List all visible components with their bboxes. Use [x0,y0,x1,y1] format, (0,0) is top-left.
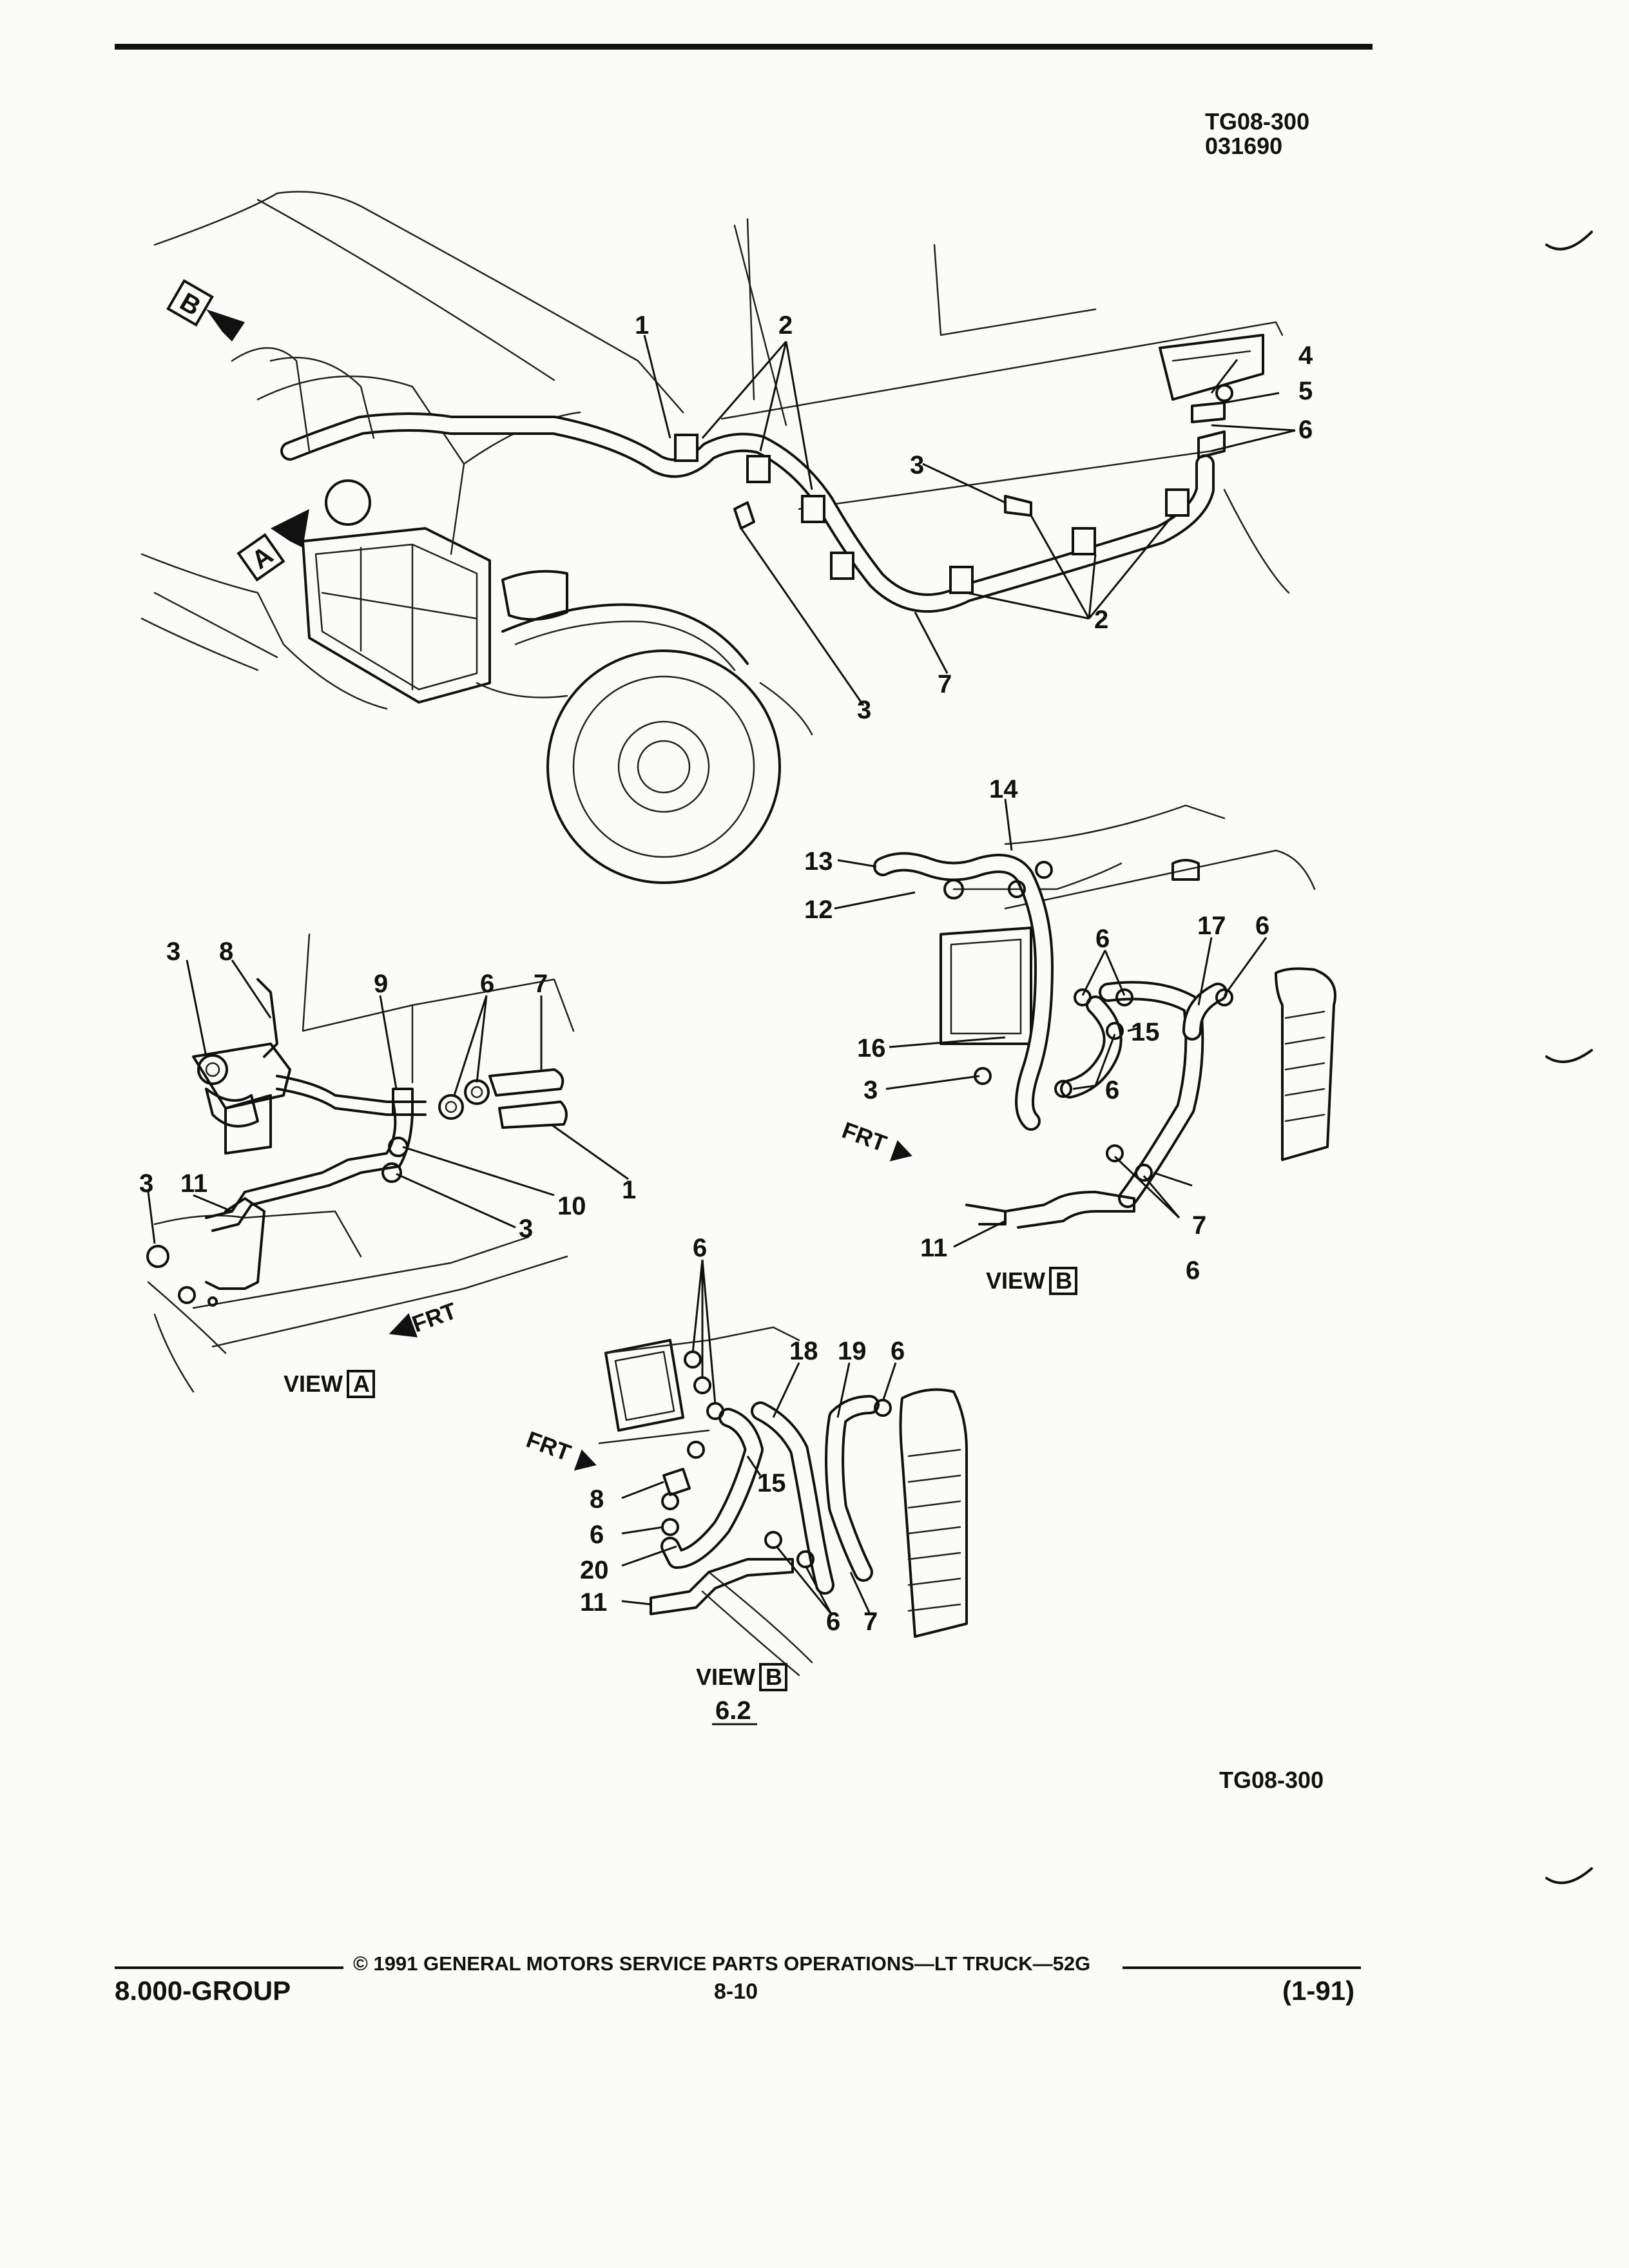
callout-6-vb3: 6 [1105,1076,1119,1104]
footer-revision: (1-91) [1282,1975,1355,2006]
view-a-box-letter: A [353,1370,370,1397]
margin-mark [1545,1049,1593,1063]
view-b-top-box-letter: B [1055,1267,1072,1294]
view-a-label: VIEW [284,1370,343,1397]
callout-20: 20 [580,1556,609,1584]
callout-11-va: 11 [180,1169,207,1198]
callout-6-bb2: 6 [891,1337,905,1365]
callout-5: 5 [1298,377,1313,405]
callout-19: 19 [838,1337,867,1365]
view-b-arrow: B [166,279,245,341]
footer-group: 8.000-GROUP [115,1975,291,2006]
callout-10: 10 [557,1192,586,1220]
callout-6-vb2: 6 [1255,912,1269,940]
callout-18: 18 [789,1337,818,1365]
callout-2b: 2 [1094,606,1108,634]
frt-arrow-bb: FRT [523,1426,597,1471]
view-b-top-label: VIEW [986,1267,1045,1294]
engine-code: 6.2 [715,1696,751,1725]
view-a-box [347,1370,375,1398]
callout-3-va: 3 [166,937,180,966]
callout-6-vb1: 6 [1095,925,1110,953]
callout-6-bb4: 6 [826,1608,840,1636]
callout-6-va: 6 [480,970,494,998]
frt-label-bb: FRT [523,1426,575,1466]
callout-16: 16 [857,1034,886,1062]
frt-label-va: FRT [409,1297,460,1337]
margin-mark [1545,231,1593,251]
footer-rule-right [1123,1966,1361,1969]
callout-3-va3: 3 [139,1169,153,1198]
view-b-top-box [1049,1267,1077,1295]
view-a-arrow: A [236,509,309,582]
view-b-top: 14 13 12 6 17 6 15 16 3 6 7 11 6 FRT VIE… [804,775,1336,1295]
figure-code: TG08-300 [1219,1767,1324,1793]
view-b-bottom-box [759,1663,787,1691]
callout-7-vb: 7 [1192,1211,1206,1240]
view-a: 3 8 9 6 7 1 10 3 3 11 FRT VIEW A [139,933,636,1398]
callout-6-bb1: 6 [693,1234,707,1262]
callout-7-bb: 7 [863,1608,878,1636]
callout-17: 17 [1197,912,1226,940]
drawing-code: TG08-300 [1205,108,1310,135]
callout-11-vb: 11 [920,1234,947,1262]
callout-11-bb: 11 [580,1588,607,1617]
callout-7: 7 [938,670,952,698]
callout-1: 1 [635,311,649,340]
view-b-bottom-box-letter: B [766,1664,782,1690]
footer-copyright: © 1991 GENERAL MOTORS SERVICE PARTS OPER… [353,1952,1091,1975]
truck-main-view: B A 1 2 4 5 6 3 3 2 [140,191,1313,884]
footer-rule-left [115,1966,343,1969]
callout-12: 12 [804,896,833,924]
top-rule [115,44,1373,50]
callout-3: 3 [910,451,924,479]
callout-3-va2: 3 [519,1215,533,1243]
callout-8-va: 8 [219,937,233,966]
callout-6: 6 [1298,416,1313,444]
callout-6-vb4: 6 [1186,1256,1200,1285]
date-code: 031690 [1205,133,1283,159]
callout-3-vb: 3 [863,1076,878,1104]
callout-9: 9 [374,970,388,998]
callout-2: 2 [778,311,793,340]
footer-page: 8-10 [714,1979,758,2004]
callout-1-va: 1 [622,1176,636,1204]
callout-8-bb: 8 [590,1485,604,1514]
callout-3b: 3 [857,696,871,724]
callout-13: 13 [804,847,833,876]
callout-6-bb3: 6 [590,1521,604,1549]
callout-15: 15 [1131,1018,1160,1046]
margin-mark [1545,1867,1593,1885]
frt-arrow-vb: FRT [839,1117,912,1162]
callout-4: 4 [1298,341,1313,370]
view-b-bottom: 6 18 19 6 15 8 6 20 11 6 7 FRT VIEW B 6.… [523,1234,968,1725]
callout-7-va: 7 [534,970,548,998]
view-b-bottom-label: VIEW [696,1664,755,1690]
callout-14: 14 [989,775,1018,803]
frt-label-vb: FRT [839,1117,891,1157]
callout-15-bb: 15 [757,1469,786,1497]
